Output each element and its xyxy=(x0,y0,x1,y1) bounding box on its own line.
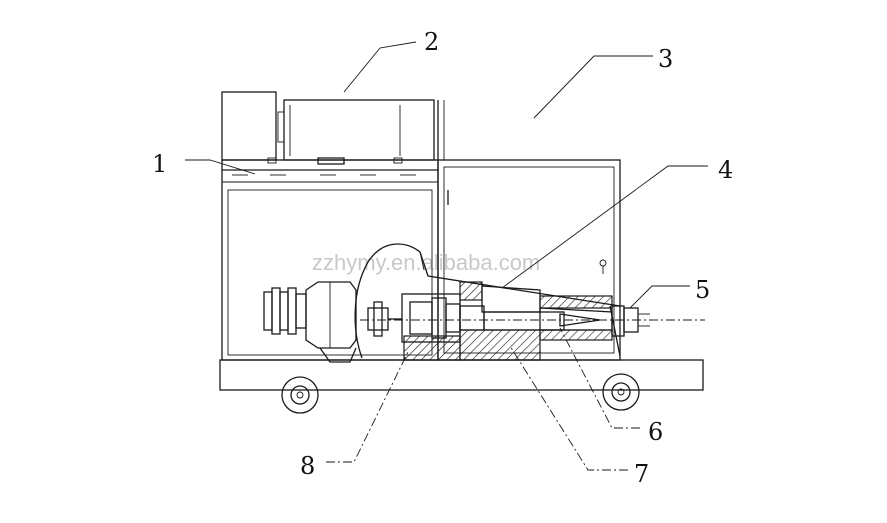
callout-1-label: 1 xyxy=(152,150,167,178)
base-frame xyxy=(219,359,704,391)
screw-assembly xyxy=(401,281,625,361)
callout-7-label: 7 xyxy=(634,460,649,488)
coupling xyxy=(367,301,402,337)
top-motor xyxy=(267,99,445,165)
callout-2-label: 2 xyxy=(424,28,439,56)
callout-3-label: 3 xyxy=(658,45,673,73)
callout-8-label: 8 xyxy=(300,452,315,480)
callout-4-label: 4 xyxy=(718,156,733,184)
callout-5-label: 5 xyxy=(695,276,710,304)
wheel-right xyxy=(602,373,640,411)
pulley-assembly xyxy=(263,281,357,363)
callout-labels: 1 2 3 4 5 6 7 8 xyxy=(152,28,733,488)
leader-lines xyxy=(185,41,708,471)
callout-6-label: 6 xyxy=(648,418,663,446)
wheel-left xyxy=(281,376,319,414)
